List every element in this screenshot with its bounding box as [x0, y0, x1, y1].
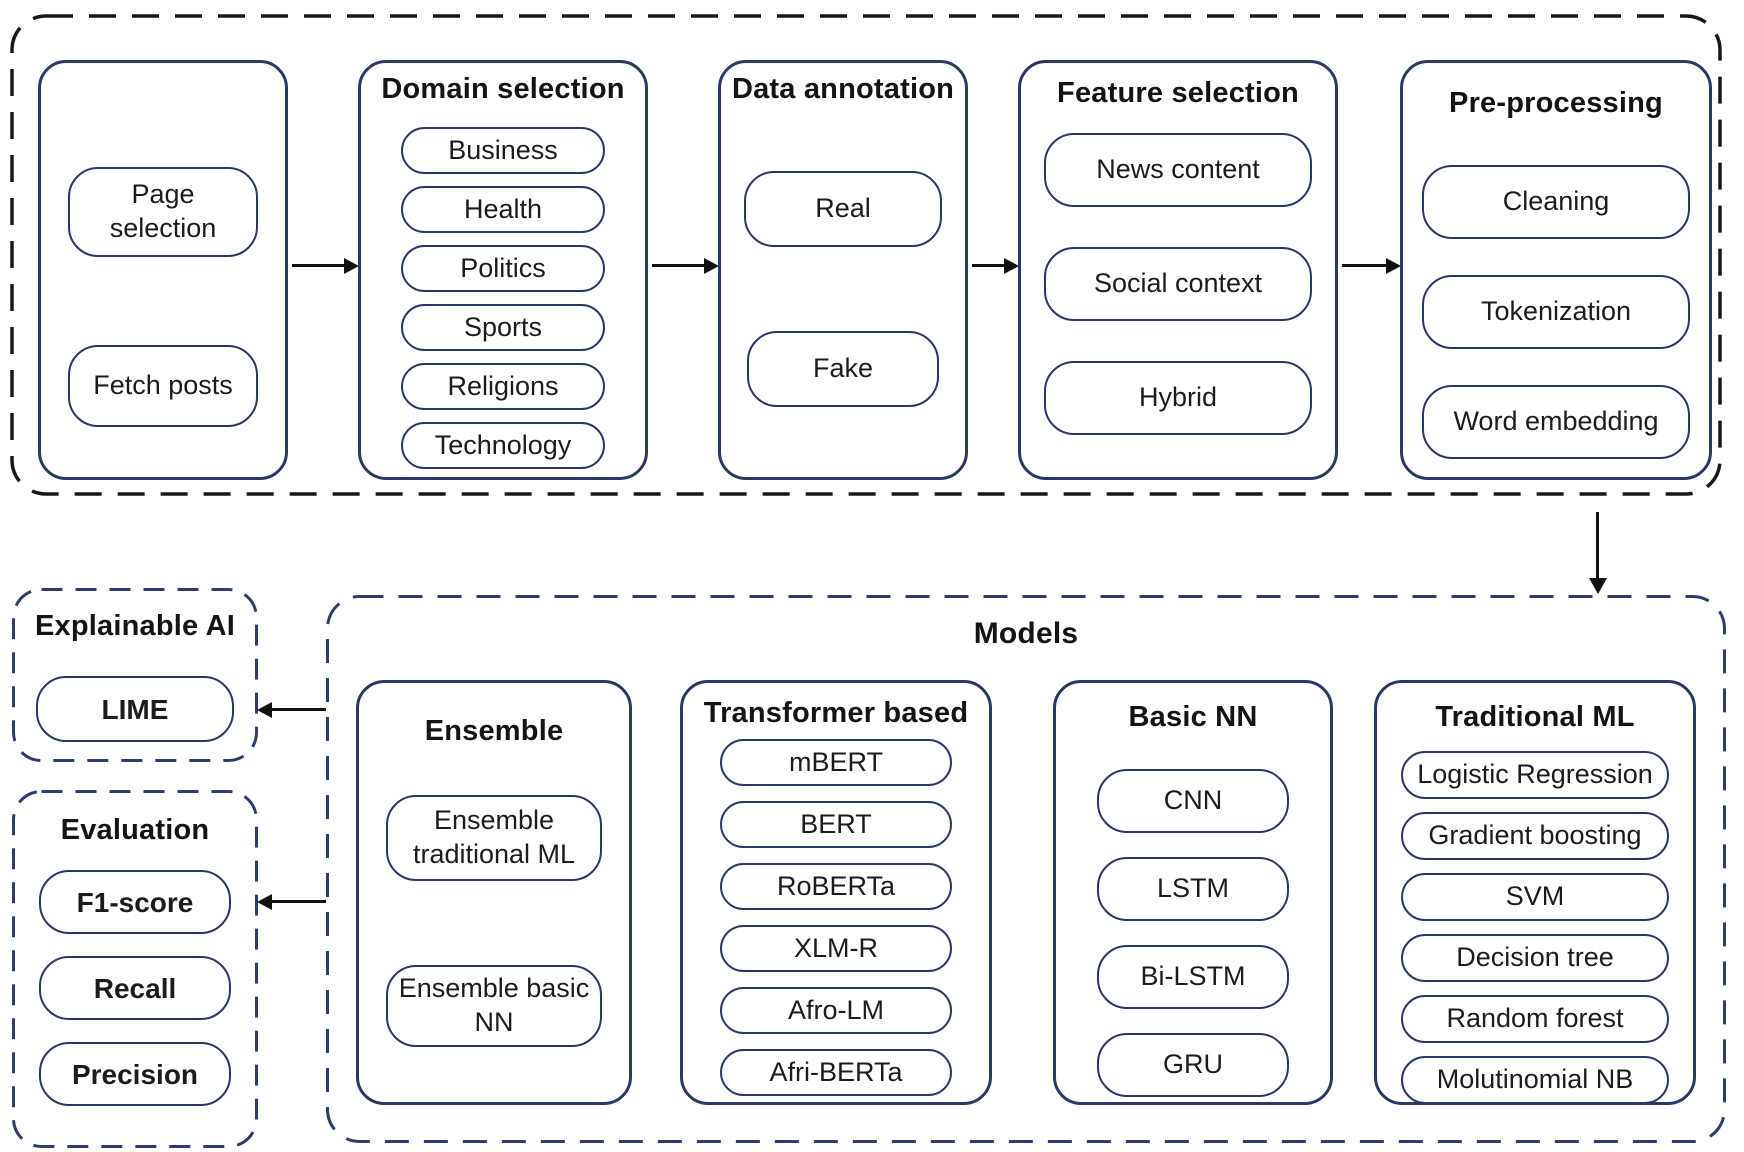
- node-bert: BERT: [720, 801, 952, 848]
- data-annotation-box: Data annotation Real Fake: [718, 60, 968, 480]
- arrowhead-icon: [1004, 257, 1019, 274]
- arrowhead-icon: [344, 257, 359, 274]
- node-afri-berta: Afri-BERTa: [720, 1049, 952, 1096]
- node-ensemble-traditional-ml: Ensemble traditional ML: [386, 795, 602, 881]
- node-cnn: CNN: [1097, 769, 1289, 833]
- data-annotation-title: Data annotation: [731, 73, 955, 105]
- preprocessing-box: Pre-processing Cleaning Tokenization Wor…: [1400, 60, 1712, 480]
- arrowhead-icon: [1588, 578, 1607, 594]
- node-precision: Precision: [39, 1042, 231, 1106]
- data-collection-stage: Page selection Fetch posts Domain select…: [10, 14, 1722, 496]
- node-roberta: RoBERTa: [720, 863, 952, 910]
- ensemble-title: Ensemble: [424, 715, 564, 747]
- traditional-ml-title: Traditional ML: [1435, 701, 1635, 733]
- node-xlm-r: XLM-R: [720, 925, 952, 972]
- node-page-selection: Page selection: [68, 167, 258, 257]
- node-fake: Fake: [747, 331, 939, 407]
- feature-selection-box: Feature selection News content Social co…: [1018, 60, 1338, 480]
- basic-nn-title: Basic NN: [1128, 701, 1258, 733]
- node-mbert: mBERT: [720, 739, 952, 786]
- models-stage: Models Ensemble Ensemble traditional ML …: [326, 595, 1726, 1143]
- models-title: Models: [973, 617, 1079, 650]
- node-business: Business: [401, 127, 605, 174]
- node-recall: Recall: [39, 956, 231, 1020]
- node-cleaning: Cleaning: [1422, 165, 1690, 239]
- domain-selection-title: Domain selection: [381, 73, 625, 105]
- node-svm: SVM: [1401, 873, 1669, 921]
- node-news-content: News content: [1044, 133, 1312, 207]
- node-technology: Technology: [401, 422, 605, 469]
- node-afro-lm: Afro-LM: [720, 987, 952, 1034]
- node-logistic-regression: Logistic Regression: [1401, 751, 1669, 799]
- node-health: Health: [401, 186, 605, 233]
- basic-nn-box: Basic NN CNN LSTM Bi-LSTM GRU: [1053, 680, 1333, 1105]
- node-religions: Religions: [401, 363, 605, 410]
- node-word-embedding: Word embedding: [1422, 385, 1690, 459]
- node-bi-lstm: Bi-LSTM: [1097, 945, 1289, 1009]
- node-real: Real: [744, 171, 942, 247]
- node-f1-score: F1-score: [39, 870, 231, 934]
- transformer-based-title: Transformer based: [703, 697, 969, 729]
- node-decision-tree: Decision tree: [1401, 934, 1669, 982]
- explainable-ai-title: Explainable AI: [35, 610, 235, 642]
- evaluation-title: Evaluation: [60, 814, 210, 846]
- node-random-forest: Random forest: [1401, 995, 1669, 1043]
- arrowhead-icon: [257, 893, 272, 910]
- transformer-based-box: Transformer based mBERT BERT RoBERTa XLM…: [680, 680, 992, 1105]
- node-social-context: Social context: [1044, 247, 1312, 321]
- node-politics: Politics: [401, 245, 605, 292]
- preprocessing-title: Pre-processing: [1449, 87, 1663, 119]
- node-sports: Sports: [401, 304, 605, 351]
- traditional-ml-box: Traditional ML Logistic Regression Gradi…: [1374, 680, 1696, 1105]
- explainable-ai-box: Explainable AI LIME: [12, 588, 258, 762]
- arrowhead-icon: [704, 257, 719, 274]
- arrowhead-icon: [1386, 257, 1401, 274]
- page-collection-box: Page selection Fetch posts: [38, 60, 288, 480]
- domain-selection-box: Domain selection Business Health Politic…: [358, 60, 648, 480]
- node-lstm: LSTM: [1097, 857, 1289, 921]
- node-lime: LIME: [36, 676, 234, 742]
- node-fetch-posts: Fetch posts: [68, 345, 258, 427]
- node-hybrid: Hybrid: [1044, 361, 1312, 435]
- evaluation-box: Evaluation F1-score Recall Precision: [12, 790, 258, 1148]
- node-ensemble-basic-nn: Ensemble basic NN: [386, 965, 602, 1047]
- node-gradient-boosting: Gradient boosting: [1401, 812, 1669, 860]
- ensemble-box: Ensemble Ensemble traditional ML Ensembl…: [356, 680, 632, 1105]
- node-tokenization: Tokenization: [1422, 275, 1690, 349]
- node-gru: GRU: [1097, 1033, 1289, 1097]
- feature-selection-title: Feature selection: [1057, 77, 1299, 109]
- node-multinomial-nb: Molutinomial NB: [1401, 1056, 1669, 1104]
- arrowhead-icon: [257, 701, 272, 718]
